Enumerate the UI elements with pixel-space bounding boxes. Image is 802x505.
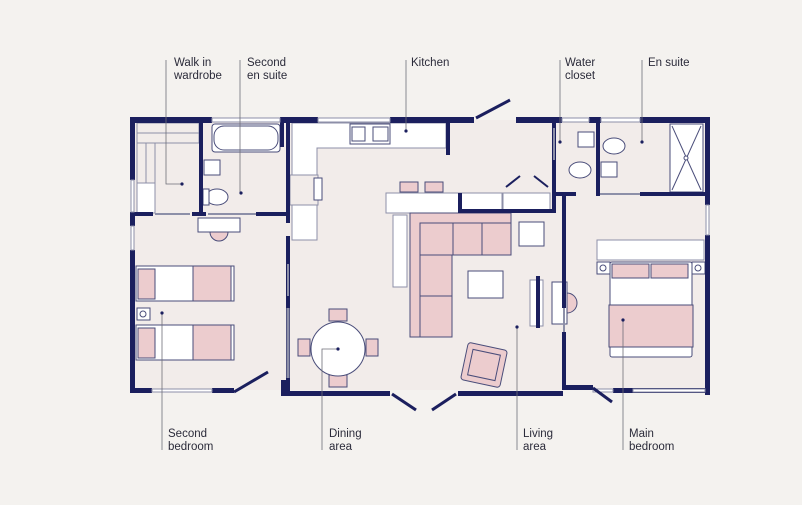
lamp-icon [136, 307, 151, 321]
coffee-table [467, 270, 504, 299]
kitchen-units [289, 122, 447, 241]
label-second-bedroom: Second bedroom [168, 428, 214, 453]
label-main-bedroom: Main bedroom [629, 428, 675, 453]
armchair [460, 342, 508, 388]
toilet-icon [568, 161, 592, 179]
double-bed [596, 239, 706, 358]
toilet-icon [602, 137, 626, 155]
side-table [518, 221, 545, 247]
label-kitchen: Kitchen [411, 57, 450, 69]
label-water-closet: Water closet [565, 57, 596, 82]
label-en-suite: En suite [648, 57, 690, 69]
desk [197, 217, 241, 242]
label-living-area: Living area [523, 428, 554, 453]
label-second-en-suite: Second en suite [247, 57, 288, 82]
second-en-suite-fixtures [202, 123, 281, 206]
lamp-icon [596, 261, 611, 275]
doors [155, 98, 640, 412]
corner-sofa [409, 212, 512, 338]
twin-beds [135, 265, 235, 361]
sink-icon [203, 159, 221, 176]
tv-unit [529, 276, 544, 328]
lamp-icon [691, 261, 706, 275]
label-walk-in-wardrobe: Walk in wardrobe [174, 57, 222, 82]
room-markers [160, 129, 644, 351]
en-suite-fixtures [568, 123, 704, 193]
sink-icon [600, 161, 618, 178]
sink-icon [577, 131, 595, 148]
kitchen-island [385, 181, 551, 288]
label-dining-area: Dining area [329, 428, 362, 453]
windows [130, 117, 710, 393]
label-leaders [161, 60, 643, 450]
